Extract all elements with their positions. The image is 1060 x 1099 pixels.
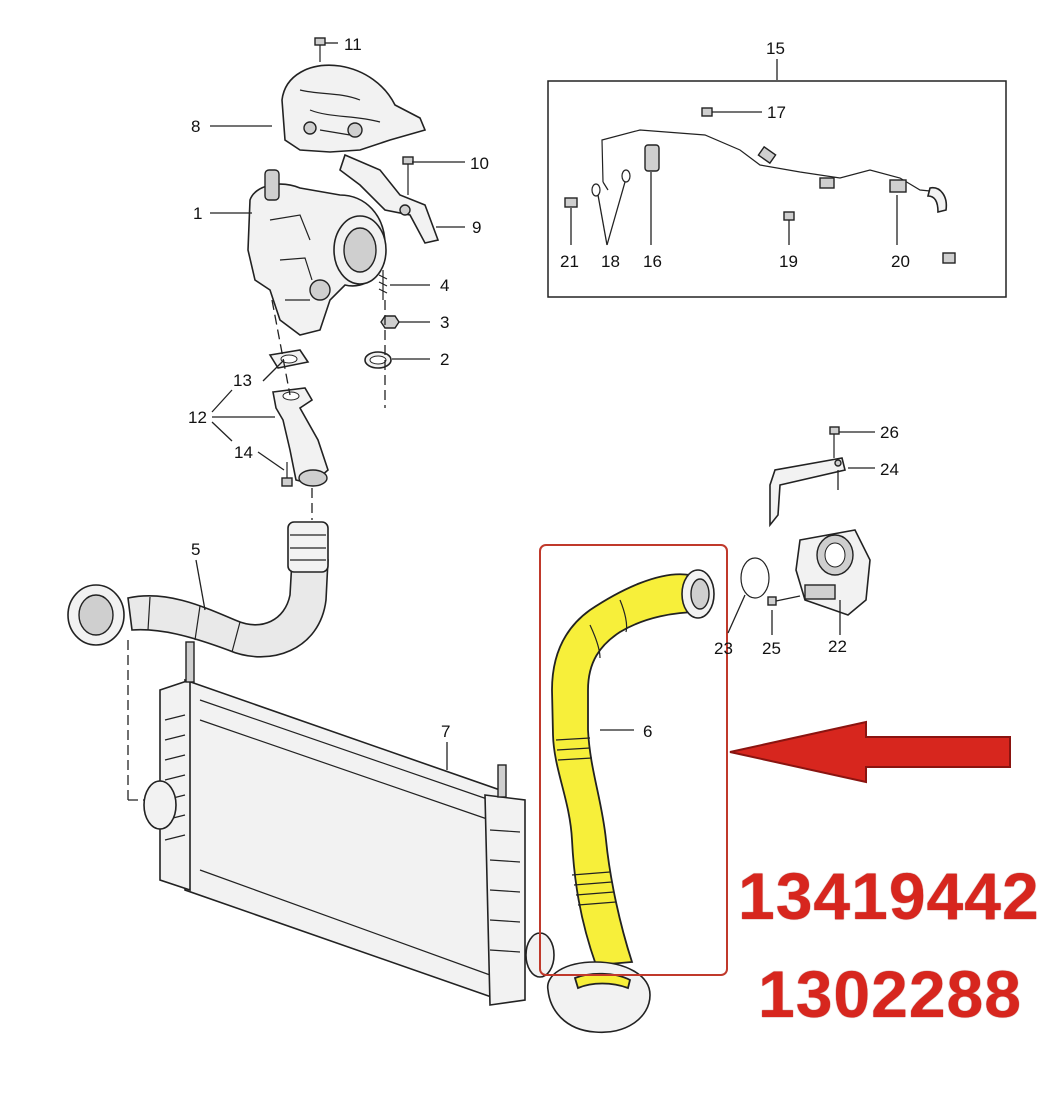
callout-1: 1 (193, 204, 202, 223)
highlight-frame (539, 544, 728, 976)
outlet-gasket (268, 349, 310, 369)
callout-10: 10 (470, 154, 489, 173)
callout-16: 16 (643, 252, 662, 271)
callout-18: 18 (601, 252, 620, 271)
callout-22: 22 (828, 637, 847, 656)
vacuum-line-detail-box (547, 80, 1007, 298)
callout-24: 24 (880, 460, 899, 479)
turbo-outlet-pipe (272, 387, 329, 487)
turbo-heat-shield (281, 64, 427, 153)
part-number-secondary: 1302288 (758, 957, 1022, 1031)
turbo-bracket (339, 153, 440, 244)
vacuum-line-assembly (564, 107, 956, 264)
callout-21: 21 (560, 252, 579, 271)
throttle-body (795, 529, 871, 616)
throttle-gasket (740, 557, 770, 599)
callout-12: 12 (188, 408, 207, 427)
part-number-primary: 13419442 (738, 859, 1040, 933)
callout-8: 8 (191, 117, 200, 136)
callout-4: 4 (440, 276, 449, 295)
stud-4 (378, 270, 388, 300)
intercooler (143, 641, 555, 1006)
callout-2: 2 (440, 350, 449, 369)
callout-11: 11 (344, 35, 362, 54)
leader-lines (195, 42, 898, 770)
callout-14: 14 (234, 443, 253, 462)
nut-3 (380, 315, 400, 329)
bolt-25 (767, 595, 801, 606)
bolt-26 (829, 426, 840, 458)
highlighted-charge-air-hose (547, 569, 715, 1034)
callout-15: 15 (766, 39, 785, 58)
bolt-14 (281, 462, 293, 487)
callout-26: 26 (880, 423, 899, 442)
callout-6: 6 (643, 722, 652, 741)
callout-23: 23 (714, 639, 733, 658)
callout-5: 5 (191, 540, 200, 559)
callout-17: 17 (767, 103, 786, 122)
callout-9: 9 (472, 218, 481, 237)
throttle-bracket (769, 457, 846, 528)
intake-air-hose (67, 521, 329, 658)
callout-25: 25 (762, 639, 781, 658)
bolt-10 (402, 156, 414, 195)
bolt-11 (314, 37, 326, 62)
callout-20: 20 (891, 252, 910, 271)
callout-19: 19 (779, 252, 798, 271)
red-arrow-left-icon (729, 720, 1011, 784)
callout-3: 3 (440, 313, 449, 332)
gasket-2 (364, 351, 392, 369)
turbocharger (247, 169, 387, 336)
callout-7: 7 (441, 722, 450, 741)
callout-13: 13 (233, 371, 252, 390)
